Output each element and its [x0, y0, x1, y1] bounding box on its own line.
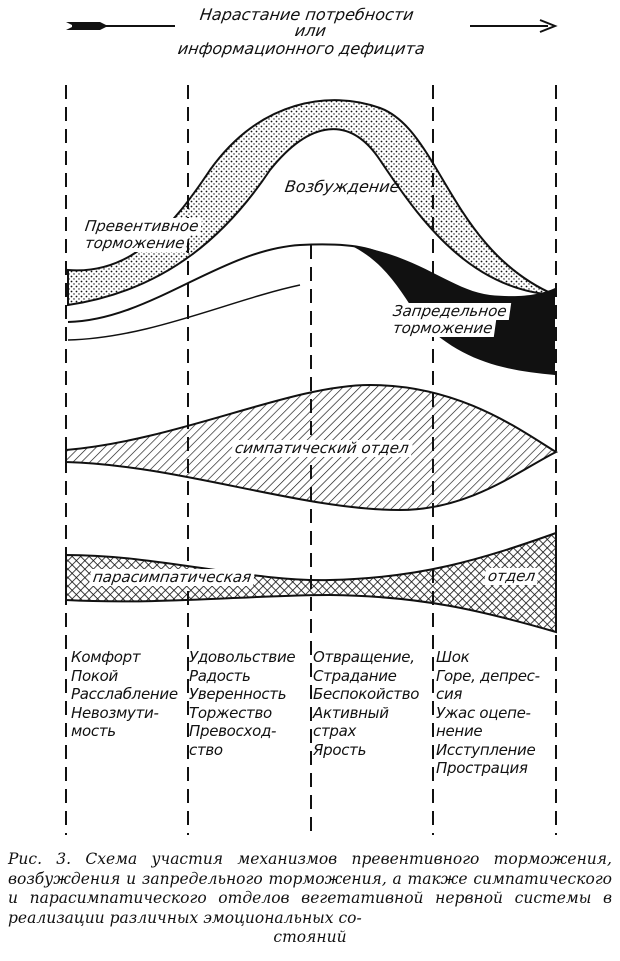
column-comfort: Комфорт Покой Расслабление Невозмути- мо… [71, 648, 178, 741]
state-item: Горе, депрес- [436, 666, 540, 685]
column-shock: Шок Горе, депрес- сия Ужас оцепе- нение … [436, 648, 540, 778]
state-item: Удовольствие [189, 648, 296, 666]
state-item: Радость [189, 666, 251, 685]
state-item: ство [189, 740, 223, 759]
state-item: Активный [313, 703, 389, 722]
label-sympathetic: симпатический отдел [230, 439, 413, 457]
state-item: Комфорт [71, 648, 141, 666]
state-item: Беспокойство [313, 685, 420, 703]
caption-title: Рис. 3. [8, 850, 72, 868]
state-item: Расслабление [71, 685, 178, 703]
state-item: Прострация [436, 759, 528, 777]
state-item: Отвращение, [313, 648, 415, 666]
state-item: нение [436, 722, 483, 740]
state-item: Шок [436, 648, 470, 666]
caption-last-line: стояний [273, 928, 347, 946]
caption-text: Схема участия механизмов превентивного т… [8, 850, 612, 927]
label-transmarginal-1: Запредельное [388, 302, 511, 320]
header-line-2: или [293, 21, 328, 40]
arrow-left-tail-icon [66, 22, 175, 30]
label-parasympathetic: парасимпатическая [88, 568, 256, 586]
label-excitation: Возбуждение [283, 177, 401, 196]
column-aversion: Отвращение, Страдание Беспокойство Актив… [313, 648, 419, 759]
state-item: Покой [71, 666, 118, 685]
state-item: страх [313, 722, 357, 740]
column-pleasure: Удовольствие Радость Уверенность Торжест… [189, 648, 296, 759]
state-item: мость [71, 722, 116, 740]
label-parasympathetic-dept: отдел [483, 567, 540, 585]
label-preventive-1: Превентивное [80, 217, 203, 235]
state-item: Исступление [436, 740, 536, 759]
label-preventive-2: торможение [80, 234, 189, 252]
header-line-3: информационного дефицита [176, 39, 427, 58]
state-item: Ужас оцепе- [436, 703, 531, 722]
label-transmarginal-2: торможение [388, 319, 497, 337]
state-item: Торжество [189, 703, 272, 722]
state-item: Страдание [313, 666, 397, 685]
state-item: Превосход- [189, 722, 277, 740]
figure-caption: Рис. 3. Схема участия механизмов превент… [8, 850, 612, 948]
arrow-right-head-icon [470, 19, 558, 33]
state-item: сия [436, 685, 463, 703]
state-item: Уверенность [189, 685, 287, 703]
state-item: Невозмути- [71, 703, 159, 722]
baseline-line [67, 284, 301, 341]
state-item: Ярость [313, 740, 367, 759]
